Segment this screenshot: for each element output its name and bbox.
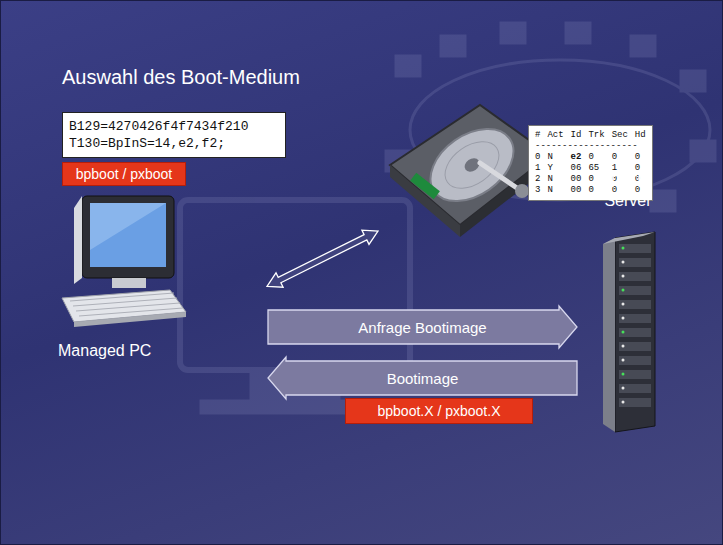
tftp-server: TFTP Server — [585, 172, 671, 437]
server-icon — [585, 230, 671, 435]
table-cell: 0 — [588, 185, 604, 196]
table-cell: 0 — [612, 152, 628, 163]
arrow-label: Bootimage — [387, 370, 459, 387]
table-cell: 0 — [635, 152, 646, 163]
table-cell: 1 — [535, 163, 540, 174]
table-cell: 00 — [571, 174, 582, 185]
table-cell: 3 — [535, 185, 540, 196]
pc-icon — [52, 190, 192, 340]
bootimage-box: bpboot.X / pxboot.X — [345, 398, 533, 424]
server-label: TFTP Server — [598, 172, 658, 210]
table-cell: N — [547, 152, 563, 163]
boot-option-line: T130=BpInS=14,e2,f2; — [69, 135, 279, 152]
block-arrow — [268, 306, 577, 348]
table-cell: 0 — [588, 152, 604, 163]
table-cell: 1 — [612, 163, 628, 174]
boot-command-box: bpboot / pxboot — [62, 162, 186, 186]
boot-option-line: B129=4270426f4f7434f210 — [69, 118, 279, 135]
table-cell: 65 — [588, 163, 604, 174]
table-cell: # — [535, 130, 540, 141]
block-arrow — [268, 357, 577, 399]
table-cell: 0 — [588, 174, 604, 185]
table-cell: N — [547, 185, 563, 196]
table-cell: Sec — [612, 130, 628, 141]
boot-file-label: bpboot / pxboot — [76, 166, 173, 182]
arrow-label: Anfrage Bootimage — [358, 319, 486, 336]
table-cell: Y — [547, 163, 563, 174]
table-cell: 2 — [535, 174, 540, 185]
table-cell: N — [547, 174, 563, 185]
table-cell: Act — [547, 130, 563, 141]
table-cell: 00 — [571, 185, 582, 196]
double-arrow — [267, 230, 378, 287]
pc-label: Managed PC — [58, 342, 151, 360]
table-cell: 0 — [535, 152, 540, 163]
table-separator: ------------------- — [535, 141, 646, 152]
table-cell: Id — [571, 130, 582, 141]
slide-title: Auswahl des Boot-Medium — [62, 66, 300, 89]
table-cell: Trk — [588, 130, 604, 141]
table-cell: 06 — [571, 163, 582, 174]
table-cell: 0 — [635, 163, 646, 174]
boot-file-label: bpboot.X / pxboot.X — [378, 403, 501, 419]
table-cell: Hd — [635, 130, 646, 141]
table-cell: e2 — [571, 152, 582, 163]
code-box: B129=4270426f4f7434f210T130=BpInS=14,e2,… — [62, 112, 286, 158]
managed-pc: Managed PC — [52, 190, 265, 365]
